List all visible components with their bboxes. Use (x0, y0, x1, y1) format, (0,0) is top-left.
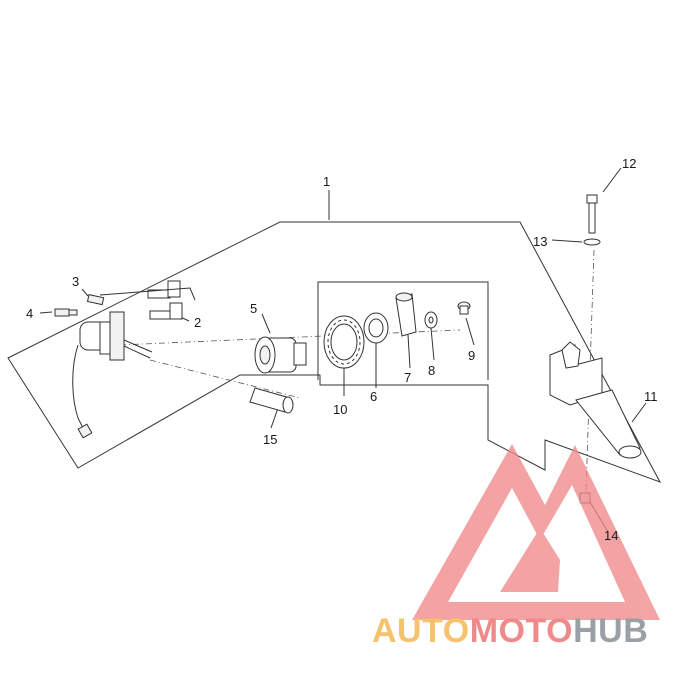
callout-3: 3 (72, 274, 79, 289)
washer-part-8 (424, 311, 438, 329)
bracket-part-11 (549, 341, 642, 459)
screw-part-4 (54, 308, 78, 317)
callout-9: 9 (468, 348, 475, 363)
callout-11: 11 (644, 389, 658, 404)
callout-5: 5 (250, 301, 257, 316)
assembly-outline (7, 221, 662, 483)
callout-7: 7 (404, 370, 411, 385)
screw-part-9 (457, 301, 471, 315)
watermark-moto: MOTO (469, 612, 574, 650)
callout-10: 10 (333, 402, 347, 417)
callout-14: 14 (604, 528, 618, 543)
lock-cylinder-part-5 (254, 336, 307, 374)
callout-6: 6 (370, 389, 377, 404)
bolt-part-12 (586, 194, 598, 234)
lock-housing (72, 287, 196, 439)
watermark-logo-icon (412, 444, 660, 620)
alignment-lines (119, 249, 595, 491)
sleeve-part-15 (249, 387, 294, 414)
callout-13: 13 (533, 234, 547, 249)
callout-labels: 1 2 3 4 5 6 7 8 9 10 11 12 13 14 15 (26, 156, 658, 543)
callout-4: 4 (26, 306, 33, 321)
callout-12: 12 (622, 156, 636, 171)
watermark-auto: AUTO (372, 612, 470, 650)
callout-2: 2 (194, 315, 201, 330)
toothed-washer-part-10 (323, 315, 365, 369)
washer-part-13 (583, 238, 601, 246)
screw-part-3 (86, 294, 105, 306)
cam-part-7 (395, 292, 417, 337)
watermark-text: AUTOMOTOHUB (372, 612, 692, 656)
pin-part-2 (147, 280, 183, 320)
watermark-hub: HUB (573, 612, 649, 650)
callout-8: 8 (428, 363, 435, 378)
nut-part-6 (363, 312, 389, 344)
subassembly-bracket (317, 281, 489, 380)
callout-1: 1 (323, 174, 330, 189)
callout-15: 15 (263, 432, 277, 447)
